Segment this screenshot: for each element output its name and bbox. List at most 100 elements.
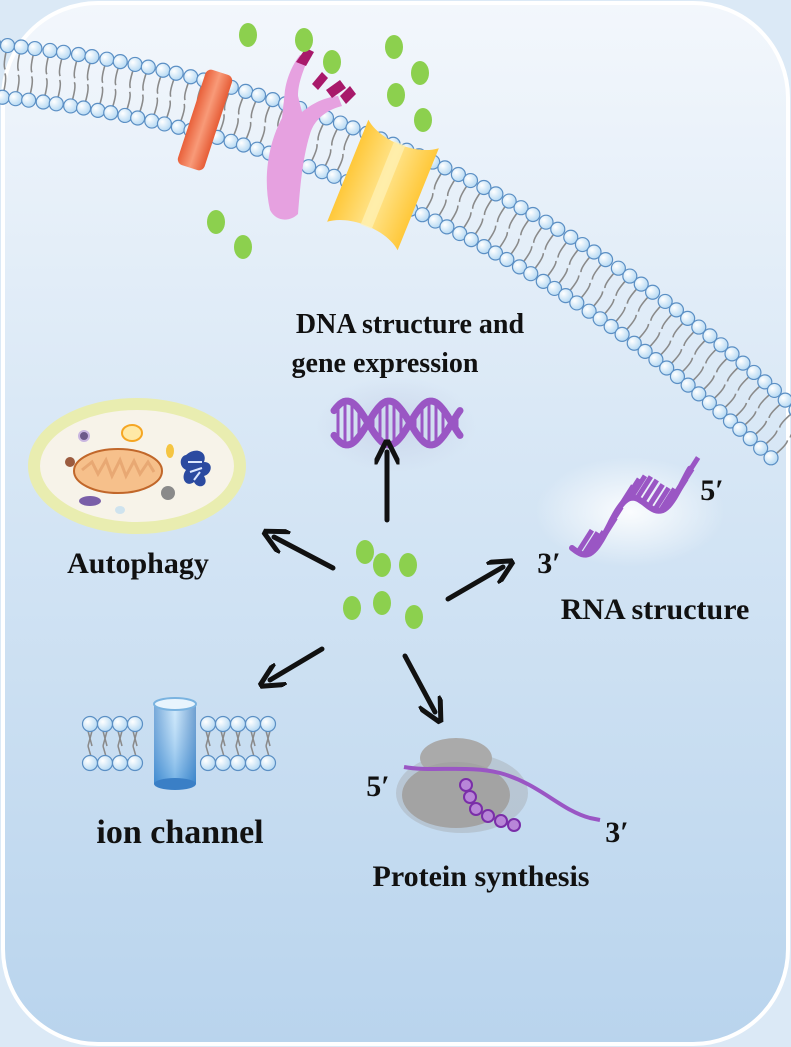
lipid-head: [326, 168, 342, 184]
lipid-head: [659, 360, 675, 376]
lipid-head: [103, 105, 119, 121]
lipid-head: [81, 754, 99, 772]
receptor-tip-left: [296, 48, 314, 66]
rna-base: [575, 528, 595, 554]
lipid-head: [265, 92, 281, 108]
lipid-head: [586, 244, 602, 260]
lipid-head: [140, 59, 156, 75]
lipid-head: [96, 715, 114, 733]
rna-base: [634, 475, 654, 500]
lipid-head: [117, 107, 133, 124]
receptor-tip-right: [326, 80, 346, 98]
lipid-head: [702, 328, 718, 344]
lipid-head: [214, 715, 232, 733]
lipid-head: [476, 238, 492, 255]
lipid-head: [633, 276, 649, 292]
lipid-head: [259, 754, 277, 772]
lipid-head: [462, 172, 479, 189]
arrow-to-rna: [445, 567, 503, 602]
lipid-head: [126, 715, 144, 733]
lipid-head: [99, 51, 115, 67]
central-molecules: [343, 540, 423, 629]
dna-helix-icon: [316, 377, 476, 473]
mitochondrion: [73, 448, 163, 494]
lipid-head: [563, 229, 579, 245]
lipid-head: [111, 754, 129, 772]
lipid-head: [597, 252, 614, 268]
lipid-head: [112, 53, 128, 70]
lipid-head: [229, 715, 247, 733]
lipid-head: [499, 251, 515, 268]
lipid-tail: [789, 433, 791, 438]
ion-channel-icon: [153, 697, 197, 790]
lipid-head: [513, 200, 529, 216]
lipid-head: [610, 260, 626, 276]
receptor-tip-right-2: [340, 86, 356, 104]
lipid-head: [713, 337, 729, 353]
lipid-head: [90, 102, 106, 118]
lipid-head: [523, 266, 539, 282]
lipid-head: [680, 377, 696, 393]
rna-helix-icon: [535, 456, 725, 567]
lipid-head: [550, 221, 566, 237]
rna-base: [646, 483, 665, 508]
lipid-head: [214, 754, 232, 772]
lipid-head: [168, 65, 184, 81]
rna-three-prime-label: 3′: [537, 547, 560, 580]
lipid-head: [574, 236, 591, 253]
lipid-head: [332, 115, 349, 131]
lipid-head: [753, 440, 769, 456]
protein-synthesis-label: Protein synthesis: [373, 860, 590, 893]
lipid-head: [183, 69, 199, 85]
lipid-head: [0, 37, 16, 54]
lipid-head: [229, 754, 247, 772]
lipid-head: [535, 273, 551, 289]
lipid-head: [463, 232, 479, 248]
lipid-head: [199, 754, 217, 772]
lipid-head: [130, 110, 146, 126]
lipid-head: [127, 56, 143, 73]
lipid-head: [569, 295, 585, 311]
ion-channel-label: ion channel: [96, 814, 263, 851]
lipid-head: [581, 303, 597, 319]
lipid-head: [13, 39, 29, 55]
lipid-head: [488, 186, 504, 202]
arrow-to-protein-synthesis: [402, 653, 435, 712]
protein-three-prime-label: 3′: [605, 816, 628, 849]
lipid-head: [21, 92, 37, 108]
lipid-head: [766, 382, 783, 399]
lipid-head: [48, 96, 64, 112]
rna-five-prime-label: 5′: [700, 474, 723, 507]
autophagosome-icon: [28, 398, 246, 534]
lipid-head: [35, 94, 51, 110]
autophagy-label: Autophagy: [67, 547, 209, 580]
lipid-head: [450, 166, 467, 183]
lipid-head: [238, 83, 254, 99]
ribosome-icon: [396, 738, 601, 833]
lipid-head: [96, 754, 114, 772]
dna-label-line1: DNA structure and: [296, 309, 525, 340]
lipid-head: [763, 450, 779, 466]
yellow-channel-protein: [327, 119, 439, 251]
lipid-head: [746, 364, 762, 381]
lipid-head: [244, 715, 262, 733]
lipid-head: [345, 120, 361, 136]
lipid-head: [0, 89, 10, 105]
lipid-head: [592, 311, 608, 327]
mrna-strand: [403, 765, 601, 822]
dna-label-line2: gene expression: [292, 348, 479, 379]
lipid-head: [199, 715, 217, 733]
rna-base: [581, 531, 600, 556]
lipid-head: [724, 346, 740, 362]
lipid-head: [439, 219, 455, 235]
lipid-head: [244, 754, 262, 772]
lipid-head: [259, 715, 277, 733]
lipid-head: [301, 159, 317, 175]
lipid-head: [84, 49, 100, 65]
lipid-head: [742, 431, 758, 447]
lipid-head: [111, 715, 129, 733]
lipid-head: [55, 44, 72, 60]
lipid-head: [538, 214, 554, 230]
lipid-head: [558, 288, 574, 304]
membrane-molecules: [207, 23, 432, 259]
